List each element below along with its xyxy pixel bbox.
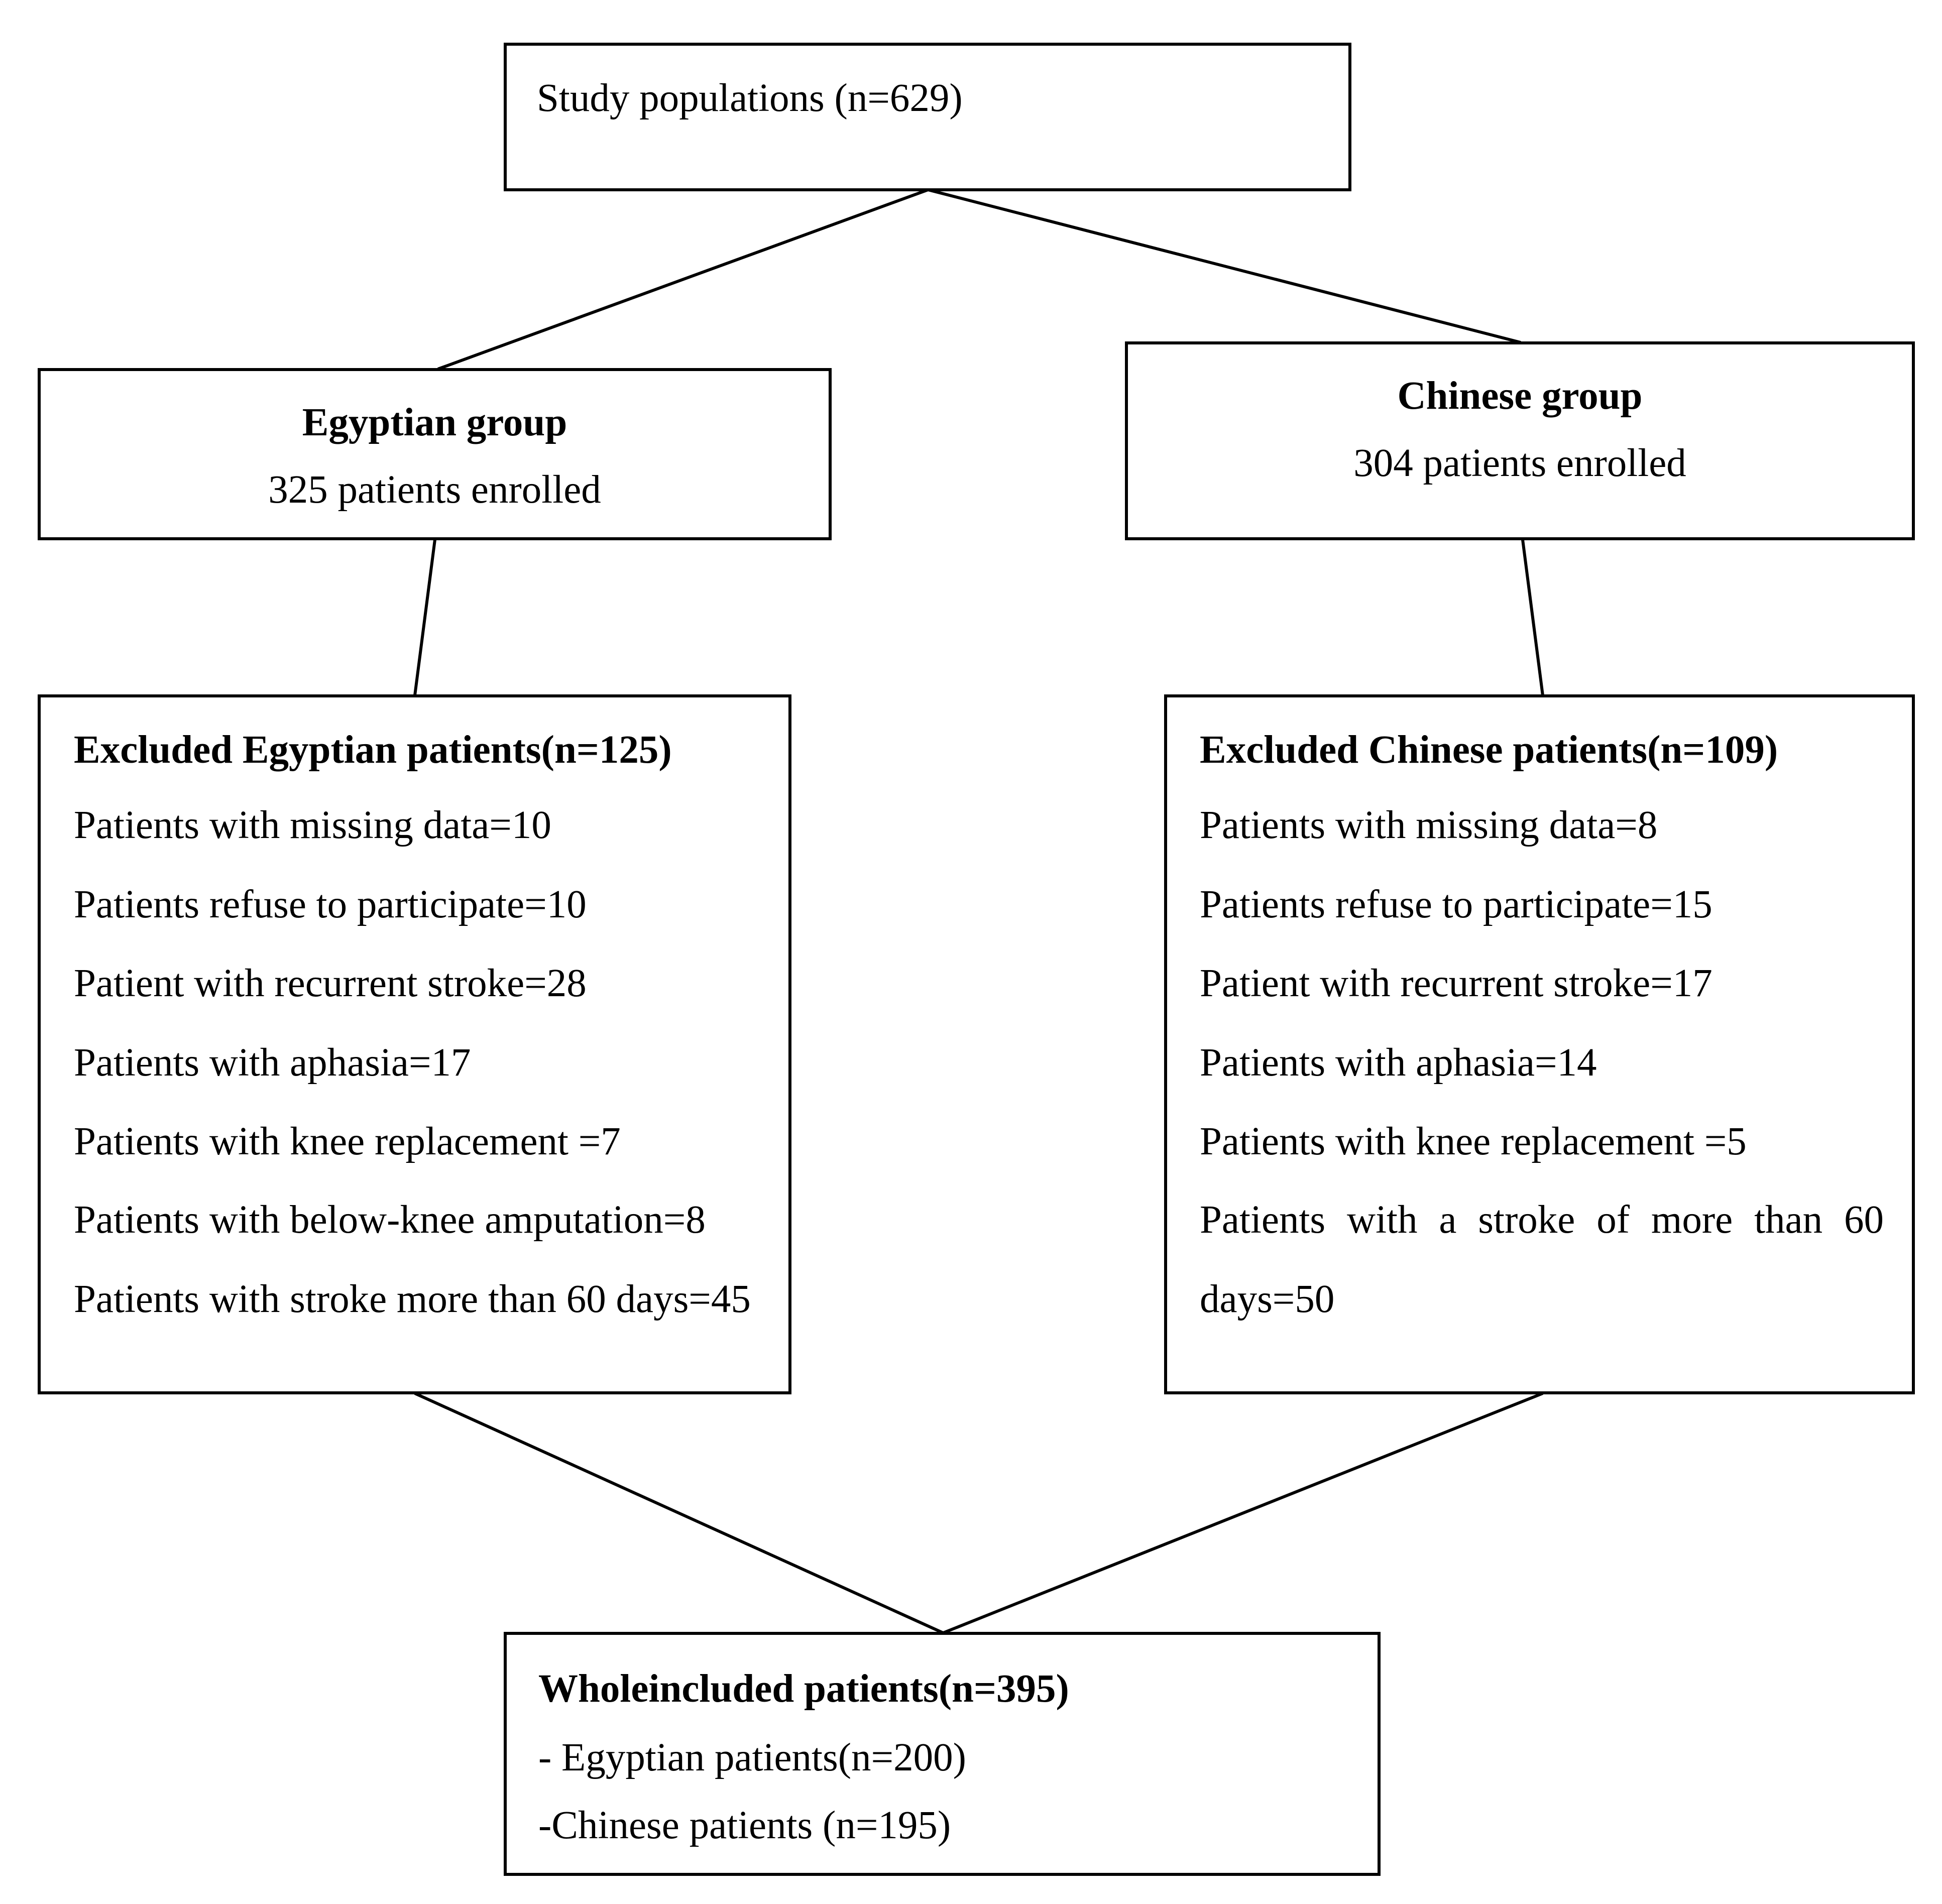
included-patients-item: - Egyptian patients(n=200) [538,1736,966,1779]
connector-excluded-egyptian-to-included [414,1392,944,1634]
chinese-group-title: Chinese group [1397,374,1643,418]
connector-egyptian-to-excluded [413,539,436,696]
connector-top-to-egyptian [437,188,929,371]
excluded-chinese-title: Excluded Chinese patients(n=109) [1200,728,1778,772]
included-patients-title: Wholeincluded patients(n=395) [538,1667,1069,1711]
excluded-egyptian-item: Patients refuse to participate=10 [74,883,587,926]
egyptian-group-subtitle: 325 patients enrolled [268,468,601,512]
excluded-egyptian-item: Patients with aphasia=17 [74,1041,471,1085]
excluded-chinese-item: days=50 [1200,1277,1335,1321]
excluded-chinese-item: Patients with knee replacement =5 [1200,1120,1747,1163]
included-patients-box: Wholeincluded patients(n=395) - Egyptian… [504,1632,1381,1876]
excluded-egyptian-item: Patients with stroke more than 60 days=4… [74,1277,751,1321]
connector-excluded-chinese-to-included [942,1392,1544,1634]
included-patients-item: -Chinese patients (n=195) [538,1804,951,1847]
excluded-chinese-item: Patients with a stroke of more than 60 [1200,1198,1884,1242]
excluded-egyptian-item: Patients with missing data=10 [74,803,551,847]
chinese-group-subtitle: 304 patients enrolled [1353,441,1686,485]
excluded-egyptian-item: Patients with knee replacement =7 [74,1120,621,1163]
excluded-chinese-item: Patients refuse to participate=15 [1200,883,1712,926]
excluded-chinese-box: Excluded Chinese patients(n=109) Patient… [1164,694,1915,1394]
study-populations-label: Study populations (n=629) [537,76,963,120]
excluded-chinese-item: Patients with missing data=8 [1200,803,1658,847]
excluded-chinese-item: Patient with recurrent stroke=17 [1200,962,1712,1005]
excluded-egyptian-item: Patients with below-knee amputation=8 [74,1198,706,1242]
excluded-egyptian-box: Excluded Egyptian patients(n=125) Patien… [38,694,791,1394]
chinese-group-box: Chinese group 304 patients enrolled [1125,341,1915,540]
egyptian-group-box: Egyptian group 325 patients enrolled [38,368,832,540]
egyptian-group-title: Egyptian group [302,401,567,444]
excluded-egyptian-title: Excluded Egyptian patients(n=125) [74,728,672,772]
excluded-egyptian-item: Patient with recurrent stroke=28 [74,962,587,1005]
excluded-chinese-item: Patients with aphasia=14 [1200,1041,1597,1085]
connector-top-to-chinese [928,188,1521,344]
connector-chinese-to-excluded [1521,539,1544,696]
study-populations-box: Study populations (n=629) [504,43,1351,191]
